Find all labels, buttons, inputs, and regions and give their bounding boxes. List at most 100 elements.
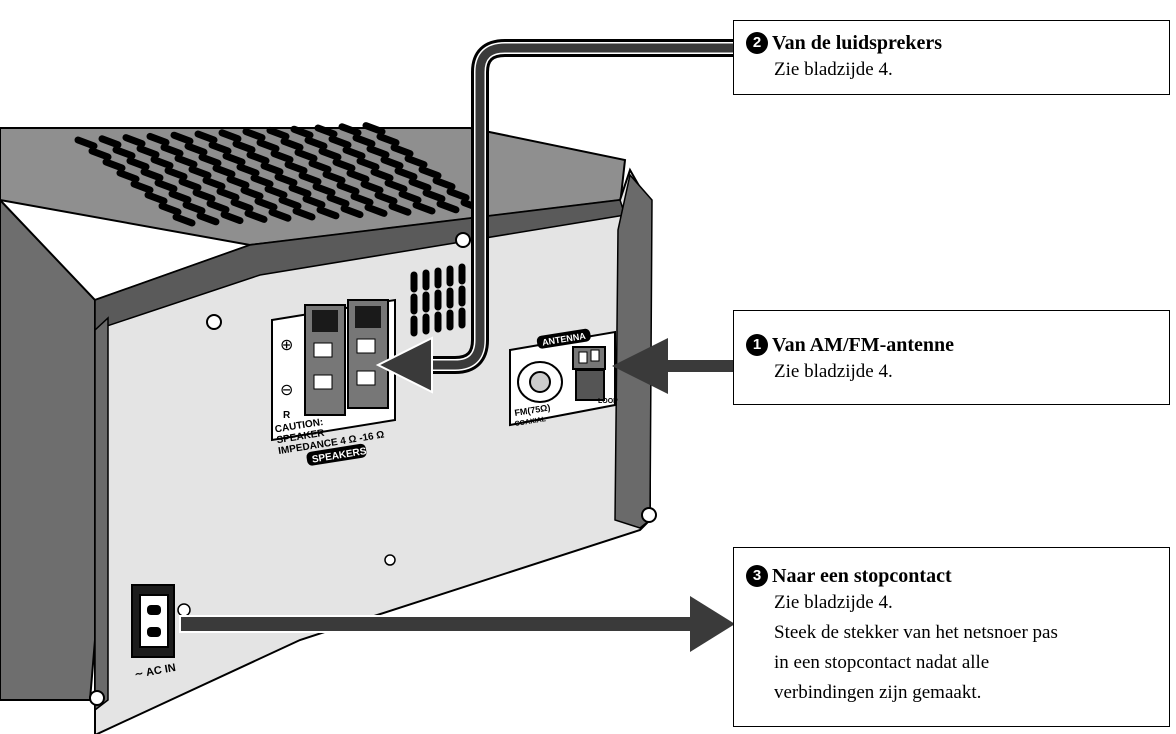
vent-slot [322, 170, 346, 184]
vent-slot [136, 145, 160, 159]
vent-slot [232, 140, 256, 154]
vent-slot [240, 186, 264, 200]
vent-slot [146, 132, 170, 146]
coaxial-label: COAXIAL [514, 416, 547, 428]
vent-slot [208, 141, 232, 155]
vent-slot [308, 159, 332, 173]
vent-slot [284, 161, 308, 175]
vent-slot [264, 185, 288, 199]
callout-antenna-heading: 1 Van AM/FM-antenne [746, 333, 1157, 357]
callout-antenna-title: Van AM/FM-antenne [772, 334, 955, 356]
vent-slot [192, 189, 216, 203]
vent-slot [290, 125, 314, 139]
vent-slot [184, 142, 208, 156]
speaker-terminal [271, 298, 396, 442]
antenna-terminal: ANTENNA [509, 328, 616, 427]
vent-slot [188, 165, 212, 179]
vent-slot [266, 126, 290, 140]
callout-antenna-text: Zie bladzijde 4. [774, 361, 893, 382]
panel-left-edge [94, 316, 109, 712]
vent-slot [336, 181, 360, 195]
callout-outlet: 3 Naar een stopcontact Zie bladzijde 4. … [733, 547, 1170, 727]
vent-slot [288, 184, 312, 198]
vent-slot [318, 147, 342, 161]
vent-slot [154, 179, 178, 193]
vent-slot [404, 155, 428, 169]
vent-slot [212, 164, 236, 178]
vent-slot [130, 180, 154, 194]
vent-slot [222, 152, 246, 166]
step-3-badge: 3 [746, 565, 768, 587]
vent-slot [326, 194, 350, 208]
callout-outlet-line: in een stopcontact nadat alle [774, 652, 990, 673]
vent-slot [246, 151, 270, 165]
vent-slot [312, 183, 336, 197]
vent-slot [98, 135, 122, 149]
vent-slot [390, 144, 414, 158]
vent-slot [292, 207, 316, 221]
vent-slot [398, 190, 422, 204]
vent-slot [230, 198, 254, 212]
vent-slot [160, 143, 184, 157]
vent-slot [140, 168, 164, 182]
vent-slot [178, 178, 202, 192]
vent-slot [412, 201, 436, 215]
vent-slot [216, 187, 240, 201]
vent-slot [254, 197, 278, 211]
vent-slot [432, 177, 456, 191]
vent-slot [280, 137, 304, 151]
vent-slot [150, 156, 174, 170]
vent-slot [340, 205, 364, 219]
vent-slot [422, 189, 446, 203]
vent-slot [316, 206, 340, 220]
callout-speakers-heading: 2 Van de luidsprekers [746, 31, 1157, 55]
terminal-plus: ⊕ [280, 335, 293, 354]
vent-slot [126, 157, 150, 171]
vent-slot [394, 167, 418, 181]
vent-slot [356, 157, 380, 171]
vent-slot [374, 191, 398, 205]
speaker-side-label: R [283, 410, 291, 421]
vent-slot [102, 158, 126, 172]
callout-antenna: 1 Van AM/FM-antenne Zie bladzijde 4. [733, 310, 1170, 405]
vent-slot [194, 130, 218, 144]
vent-slot [168, 190, 192, 204]
vent-slot [236, 163, 260, 177]
vent-slot [144, 191, 168, 205]
vent-slot [418, 166, 442, 180]
vent-slot [304, 136, 328, 150]
step-1-badge: 1 [746, 334, 768, 356]
vent-slot [250, 174, 274, 188]
step-2-badge: 2 [746, 32, 768, 54]
vent-slot [220, 211, 244, 225]
vent-slot [74, 136, 98, 150]
vent-slot [170, 131, 194, 145]
vent-slot [294, 148, 318, 162]
vent-slot [380, 156, 404, 170]
vent-slot [196, 212, 220, 226]
vent-slot [352, 134, 376, 148]
side-vents [410, 263, 466, 337]
vent-slot [364, 203, 388, 217]
callout-outlet-title: Naar een stopcontact [772, 565, 952, 587]
vent-slot [274, 173, 298, 187]
vent-slot [360, 180, 384, 194]
vent-slot [88, 147, 112, 161]
vent-slot [198, 153, 222, 167]
vent-grille [74, 122, 484, 227]
vent-slot [112, 146, 136, 160]
vent-slot [172, 213, 196, 227]
terminal-minus: ⊖ [280, 380, 293, 399]
ac-arrow [179, 596, 735, 652]
vent-slot [302, 195, 326, 209]
vent-slot [384, 179, 408, 193]
vent-slot [350, 192, 374, 206]
vent-slot [362, 122, 386, 136]
vent-slot [270, 150, 294, 164]
vent-slot [338, 123, 362, 137]
vent-slot [278, 196, 302, 210]
vent-slot [202, 176, 226, 190]
vent-slot [370, 168, 394, 182]
vent-slot [244, 209, 268, 223]
vent-slot [226, 175, 250, 189]
